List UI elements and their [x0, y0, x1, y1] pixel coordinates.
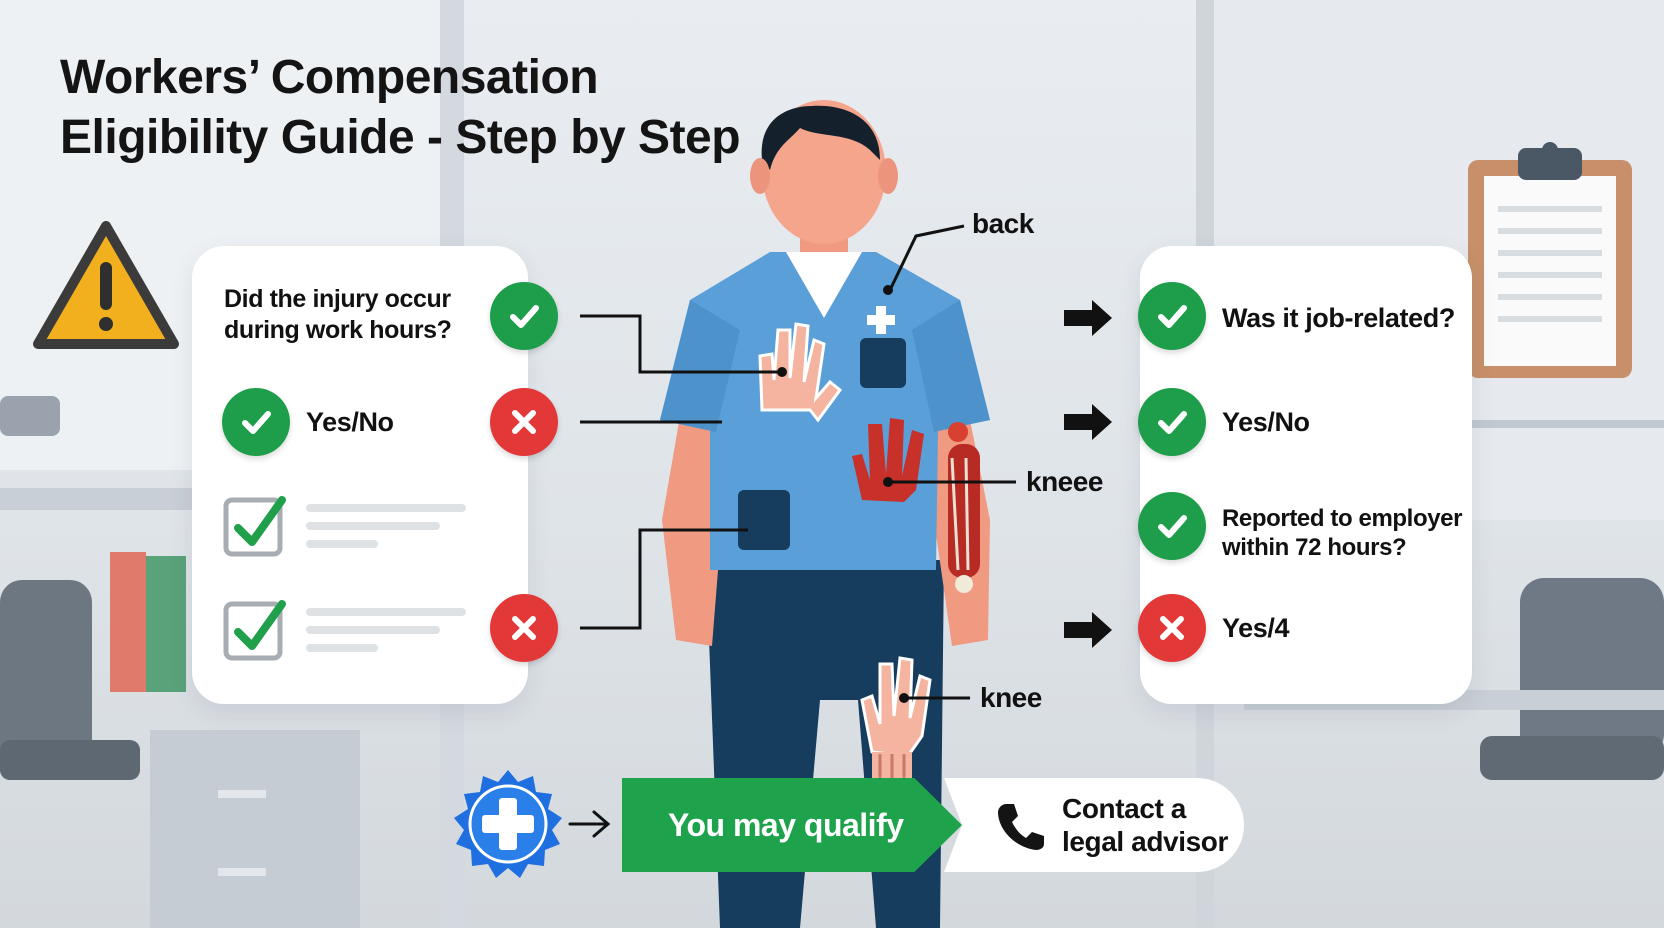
cross-icon	[1138, 594, 1206, 662]
label-knee: knee	[980, 682, 1042, 713]
cross-icon	[490, 594, 558, 662]
check-icon	[490, 282, 558, 350]
arrow-icons	[1064, 300, 1112, 648]
you-may-qualify-button[interactable]: You may qualify	[622, 778, 962, 872]
checkbox-checked-icon	[223, 496, 286, 557]
reported-answer: Yes/4	[1222, 613, 1290, 643]
job-related-question: Was it job-related?	[1222, 303, 1455, 333]
placeholder-line	[306, 540, 378, 548]
check-icon	[1138, 282, 1206, 350]
placeholder-line	[306, 608, 466, 616]
label-back: back	[972, 208, 1034, 239]
placeholder-line	[306, 522, 440, 530]
reported-question: Reported to employer within 72 hours?	[1222, 505, 1463, 561]
checkbox-checked-icon	[223, 600, 286, 661]
contact-legal-advisor-button[interactable]: Contact a legal advisor	[944, 778, 1244, 872]
title-line-1: Workers’ Compensation	[60, 51, 599, 104]
job-related-answer: Yes/No	[1222, 407, 1310, 437]
check-icon	[1138, 388, 1206, 456]
label-kneee: kneee	[1026, 466, 1103, 497]
phone-icon	[998, 804, 1044, 850]
check-icon	[222, 388, 290, 456]
work-hours-question: Did the injury occur during work hours?	[224, 285, 452, 344]
connector-lines	[580, 224, 1016, 700]
warning-triangle-icon	[33, 221, 179, 349]
cross-icon	[490, 388, 558, 456]
left-checklist-card: Did the injury occur during work hours? …	[192, 246, 528, 704]
placeholder-line	[306, 644, 378, 652]
title-line-2: Eligibility Guide - Step by Step	[60, 111, 741, 164]
answer-yes-no-label: Yes/No	[306, 407, 394, 437]
placeholder-line	[306, 504, 466, 512]
placeholder-line	[306, 626, 440, 634]
medical-cross-badge-icon	[454, 770, 562, 878]
clipboard-icon	[1468, 142, 1632, 378]
page-title: Workers’ Compensation Eligibility Guide …	[60, 48, 741, 168]
contact-text: Contact a legal advisor	[1062, 793, 1228, 857]
check-icon	[1138, 492, 1206, 560]
